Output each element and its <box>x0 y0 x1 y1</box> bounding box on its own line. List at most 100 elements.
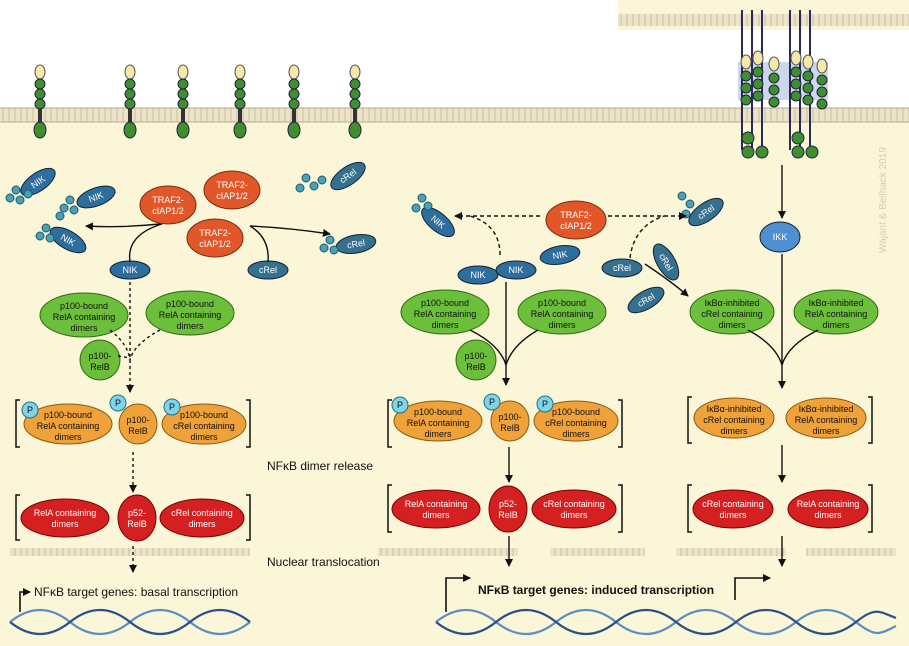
svg-text:RelA containing: RelA containing <box>37 421 100 431</box>
svg-text:p100-bound: p100-bound <box>552 407 600 417</box>
brackets <box>15 396 873 541</box>
svg-text:p100-: p100- <box>498 412 521 422</box>
svg-text:IκBα-inhibited: IκBα-inhibited <box>705 298 760 308</box>
svg-text:RelA containing: RelA containing <box>53 312 116 322</box>
svg-text:cIAP1/2: cIAP1/2 <box>560 221 592 231</box>
svg-text:IKK: IKK <box>773 232 788 242</box>
svg-text:IκBα-inhibited: IκBα-inhibited <box>809 298 864 308</box>
nuclear-membrane <box>10 548 896 556</box>
svg-text:p100-: p100- <box>464 351 487 361</box>
receptor <box>233 64 247 139</box>
svg-text:NIK: NIK <box>470 270 485 280</box>
svg-text:TRAF2-: TRAF2- <box>216 180 248 190</box>
svg-text:P: P <box>397 400 403 410</box>
svg-text:dimers: dimers <box>422 510 450 520</box>
svg-text:dimers: dimers <box>188 519 216 529</box>
svg-text:RelA containing: RelA containing <box>797 499 860 509</box>
svg-text:NIK: NIK <box>122 265 137 275</box>
svg-text:RelA containing: RelA containing <box>34 508 97 518</box>
receptor-cluster-right <box>738 10 828 159</box>
svg-text:cRel containing: cRel containing <box>545 418 607 428</box>
pathway-arrows <box>85 165 819 573</box>
svg-text:p100-: p100- <box>126 415 149 425</box>
svg-text:cIAP1/2: cIAP1/2 <box>199 239 231 249</box>
svg-text:cIAP1/2: cIAP1/2 <box>216 191 248 201</box>
svg-text:dimers: dimers <box>548 320 576 330</box>
svg-text:dimers: dimers <box>562 429 590 439</box>
svg-text:p52-: p52- <box>499 499 517 509</box>
svg-text:p100-bound: p100-bound <box>44 410 92 420</box>
basal-transcription-caption: NFκB target genes: basal transcription <box>34 585 238 599</box>
svg-text:RelB: RelB <box>128 426 148 436</box>
svg-text:dimers: dimers <box>814 510 842 520</box>
svg-text:p100-bound: p100-bound <box>538 298 586 308</box>
svg-text:cRel containing: cRel containing <box>543 499 605 509</box>
svg-text:p100-: p100- <box>88 351 111 361</box>
svg-text:P: P <box>27 405 33 415</box>
svg-text:cRel: cRel <box>346 238 365 251</box>
svg-text:RelA containing: RelA containing <box>405 499 468 509</box>
induced-transcription-caption: NFκB target genes: induced transcription <box>478 583 714 597</box>
nuclear-translocation-caption: Nuclear translocation <box>267 555 380 569</box>
svg-text:RelA containing: RelA containing <box>407 418 470 428</box>
svg-text:dimers: dimers <box>70 323 98 333</box>
svg-text:dimers: dimers <box>54 432 82 442</box>
receptor-group-left <box>33 64 362 139</box>
degraded-proteins: NIK NIK NIK cRel cRel NIK cRe <box>5 161 724 255</box>
svg-text:dimers: dimers <box>190 432 218 442</box>
svg-text:cRel containing: cRel containing <box>703 415 765 425</box>
svg-text:RelA containing: RelA containing <box>414 309 477 319</box>
svg-text:cIAP1/2: cIAP1/2 <box>152 206 184 216</box>
svg-text:cRel containing: cRel containing <box>171 508 233 518</box>
svg-text:p100-bound: p100-bound <box>414 407 462 417</box>
receptor <box>33 64 47 139</box>
traf2-ciap-complexes: TRAF2- cIAP1/2 TRAF2- cIAP1/2 TRAF2- cIA… <box>139 170 607 258</box>
svg-text:cRel containing: cRel containing <box>173 421 235 431</box>
svg-text:RelA containing: RelA containing <box>531 309 594 319</box>
svg-text:IκBα-inhibited: IκBα-inhibited <box>799 404 854 414</box>
svg-text:P: P <box>169 402 175 412</box>
svg-text:cRel containing: cRel containing <box>702 499 764 509</box>
svg-text:dimers: dimers <box>718 320 746 330</box>
neighbor-membrane <box>618 14 909 26</box>
dna-left <box>9 609 251 635</box>
svg-text:cRel containing: cRel containing <box>701 309 763 319</box>
svg-text:p100-bound: p100-bound <box>60 301 108 311</box>
svg-text:P: P <box>542 399 548 409</box>
svg-text:RelA containing: RelA containing <box>805 309 868 319</box>
receptor <box>348 64 362 139</box>
svg-text:dimers: dimers <box>424 429 452 439</box>
svg-text:dimers: dimers <box>720 426 748 436</box>
svg-text:p100-bound: p100-bound <box>180 410 228 420</box>
dimer-release-caption: NFκB dimer release <box>267 459 373 473</box>
svg-text:NIK: NIK <box>552 249 569 261</box>
receptor <box>123 64 137 139</box>
svg-text:dimers: dimers <box>176 321 204 331</box>
svg-text:p100-bound: p100-bound <box>166 299 214 309</box>
svg-text:RelB: RelB <box>500 423 520 433</box>
transcription-start-arrows <box>19 574 771 612</box>
svg-text:IκBα-inhibited: IκBα-inhibited <box>707 404 762 414</box>
svg-text:dimers: dimers <box>431 320 459 330</box>
svg-text:dimers: dimers <box>560 510 588 520</box>
svg-text:RelB: RelB <box>90 362 110 372</box>
svg-text:RelB: RelB <box>127 519 147 529</box>
svg-text:RelA containing: RelA containing <box>795 415 858 425</box>
svg-text:NIK: NIK <box>87 190 105 205</box>
svg-text:p52-: p52- <box>128 508 146 518</box>
svg-text:RelB: RelB <box>498 510 518 520</box>
free-kinases: NIK cRel NIK NIK NIK cRel cRel cRel IKK <box>109 221 801 314</box>
receptor <box>287 64 301 139</box>
cytoplasm-area <box>0 112 909 646</box>
svg-text:RelB: RelB <box>466 362 486 372</box>
svg-text:dimers: dimers <box>51 519 79 529</box>
dna-right <box>435 609 897 635</box>
watermark: Wajant & Beilhack 2019 <box>878 147 889 253</box>
svg-text:TRAF2-: TRAF2- <box>152 195 184 205</box>
svg-text:NIK: NIK <box>508 265 523 275</box>
svg-text:cRel: cRel <box>259 265 277 275</box>
svg-text:p100-bound: p100-bound <box>421 298 469 308</box>
svg-text:dimers: dimers <box>822 320 850 330</box>
